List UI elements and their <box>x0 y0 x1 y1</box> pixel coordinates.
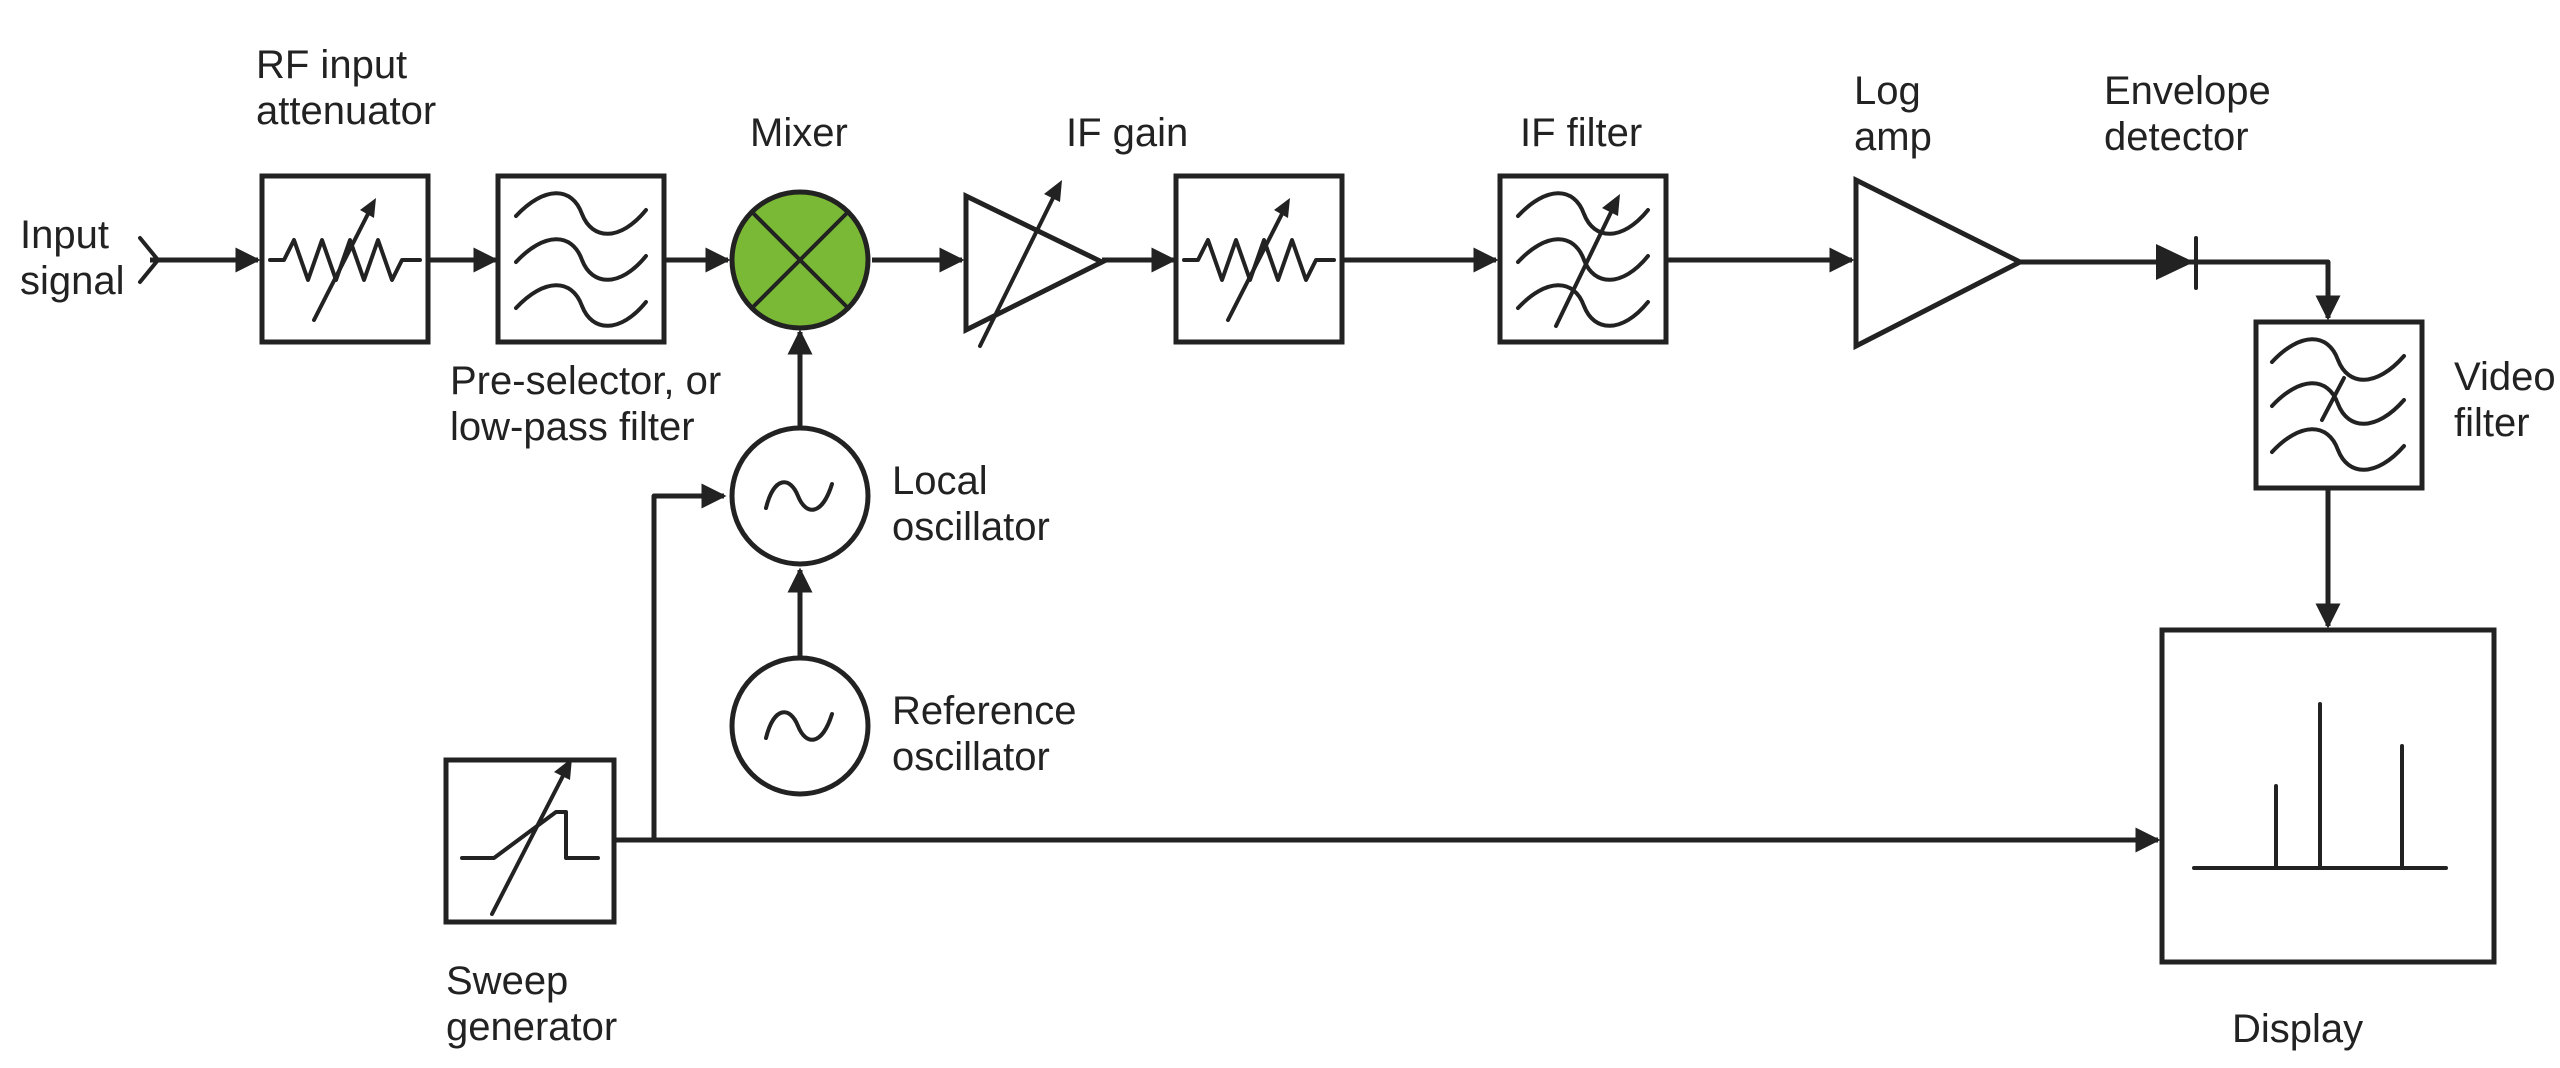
display-block <box>2159 627 2497 965</box>
video-filter-block <box>2253 319 2425 491</box>
sine-source-icon <box>764 480 834 512</box>
label-line: oscillator <box>892 505 1050 549</box>
wire-log-amp-to-video-filter <box>2020 259 2341 321</box>
reference-oscillator-block <box>729 655 871 797</box>
label-line: oscillator <box>892 735 1050 779</box>
label-line: Pre-selector, or <box>450 359 721 403</box>
label-line: Sweep <box>446 959 568 1003</box>
label-line: low-pass filter <box>450 405 695 449</box>
spectrum-display-icon <box>2192 702 2448 870</box>
if-gain-resistor-block <box>1173 173 1345 345</box>
bandpass-filter-icon <box>1516 191 1650 328</box>
signal-path-wires <box>150 247 2341 853</box>
label-line: Envelope <box>2104 69 2271 113</box>
label-if-gain: IF gain <box>1066 111 1188 155</box>
label-line: Log <box>1854 69 1921 113</box>
label-line: Mixer <box>750 111 848 155</box>
label-line: filter <box>2454 401 2530 445</box>
display-box <box>2159 627 2497 965</box>
label-display: Display <box>2232 1007 2363 1051</box>
log-amp-triangle-icon <box>1853 175 2026 351</box>
label-line: RF input <box>256 43 407 87</box>
label-line: Display <box>2232 1007 2363 1051</box>
label-line: IF filter <box>1520 111 1642 155</box>
variable-amplifier-icon <box>963 192 1108 335</box>
sawtooth-ramp-icon <box>460 758 600 916</box>
variable-resistor-icon <box>268 198 422 322</box>
local-oscillator-block <box>729 425 871 567</box>
sine-source-icon <box>764 710 834 742</box>
sweep-generator-block <box>443 757 617 925</box>
label-if-filter: IF filter <box>1520 111 1642 155</box>
label-line: Reference <box>892 689 1077 733</box>
bandpass-filter-icon <box>2270 337 2406 472</box>
label-line: attenuator <box>256 89 436 133</box>
variable-resistor-icon <box>1182 198 1336 322</box>
label-line: generator <box>446 1005 617 1049</box>
label-line: IF gain <box>1066 111 1188 155</box>
rf-attenuator-block <box>259 173 431 345</box>
mixer-block <box>729 189 871 331</box>
if-filter-block <box>1497 173 1669 345</box>
bandpass-filter-icon <box>514 191 648 328</box>
input-connector-icon <box>138 236 160 284</box>
label-line: detector <box>2104 115 2249 159</box>
wire-sweep-to-lo <box>651 483 727 840</box>
label-line: Input <box>20 213 109 257</box>
label-line: amp <box>1854 115 1932 159</box>
diode-icon <box>2156 236 2198 290</box>
label-line: signal <box>20 259 125 303</box>
label-mixer: Mixer <box>750 111 848 155</box>
preselector-filter-block <box>495 173 667 345</box>
if-gain-amplifier <box>963 180 1108 348</box>
multiplier-cross-icon <box>750 210 850 310</box>
label-line: Local <box>892 459 988 503</box>
label-line: Video <box>2454 355 2556 399</box>
